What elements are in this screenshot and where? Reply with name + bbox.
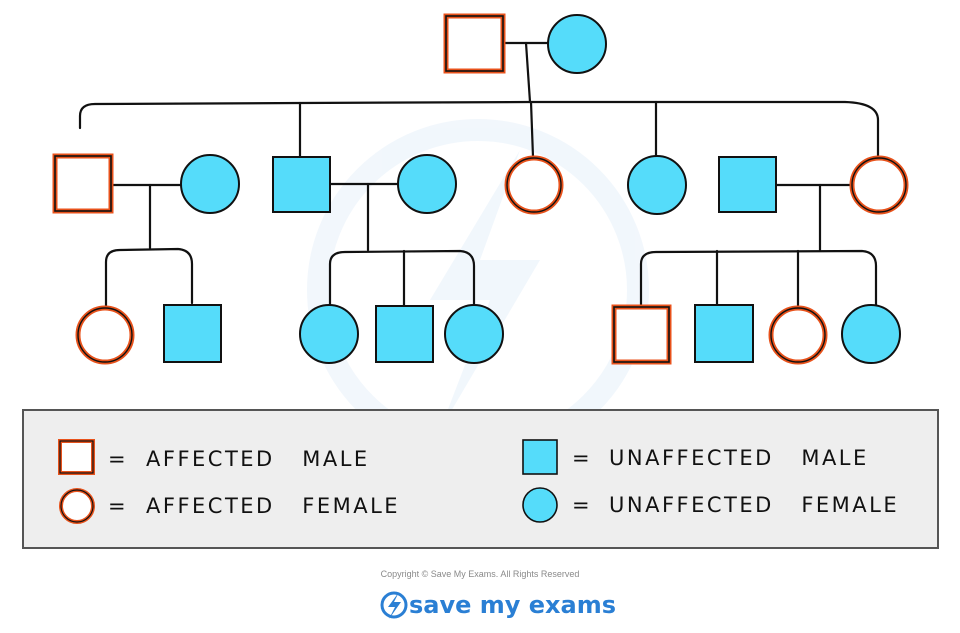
copyright-text: Copyright © Save My Exams. All Rights Re… — [381, 569, 580, 579]
legend-unaffected-female-symbol — [522, 487, 558, 523]
gen3-unaffected-female-2 — [444, 304, 504, 364]
gen3-unaffected-male-3 — [694, 304, 754, 363]
legend-affected-male-label: AFFECTED MALE — [146, 447, 370, 471]
brand-name: save my exams — [409, 591, 616, 619]
legend-equals-1: = — [108, 447, 128, 471]
legend: = AFFECTED MALE = AFFECTED FEMALE = UNAF… — [22, 409, 939, 549]
gen1-unaffected-female — [547, 14, 607, 74]
gen2-unaffected-male-1 — [272, 156, 331, 213]
brand-logo: save my exams — [380, 591, 616, 619]
gen3-affected-male-1 — [611, 304, 672, 365]
legend-unaffected-female-label: UNAFFECTED FEMALE — [609, 493, 899, 517]
watermark-logo — [307, 119, 649, 461]
legend-box — [22, 409, 939, 549]
legend-equals-2: = — [108, 494, 128, 518]
gen3-unaffected-female-3 — [841, 304, 901, 364]
legend-affected-female-label: AFFECTED FEMALE — [146, 494, 400, 518]
legend-equals-3: = — [572, 446, 592, 470]
gen3-unaffected-female-1 — [299, 304, 359, 364]
gen2-unaffected-male-2 — [718, 156, 777, 213]
legend-affected-male-symbol — [58, 439, 95, 475]
legend-unaffected-male-symbol — [522, 439, 558, 475]
pedigree-lines — [78, 41, 880, 310]
gen2-affected-male — [52, 153, 114, 214]
gen2-unaffected-female-2 — [397, 154, 457, 214]
lightning-bolt-icon — [380, 591, 408, 619]
gen2-unaffected-female-1 — [180, 154, 240, 214]
gen1-affected-male — [443, 13, 506, 74]
gen3-unaffected-male-1 — [163, 304, 222, 363]
gen2-unaffected-female-3 — [627, 155, 687, 215]
legend-unaffected-male-label: UNAFFECTED MALE — [609, 446, 869, 470]
legend-equals-4: = — [572, 493, 592, 517]
gen3-unaffected-male-2 — [375, 305, 434, 363]
